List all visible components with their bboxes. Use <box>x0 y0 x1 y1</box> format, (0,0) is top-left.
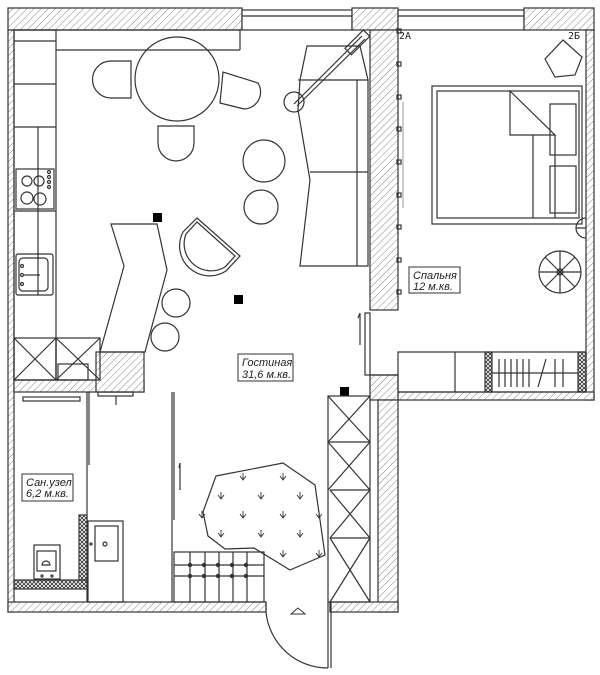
room-label-bedroom: Спальня 12 м.кв. <box>408 266 461 294</box>
column <box>234 295 243 304</box>
dining-table <box>134 36 220 122</box>
decor-pentagon <box>544 39 583 78</box>
walls <box>7 7 595 613</box>
svg-text:Сан.узел: Сан.узел <box>26 477 72 489</box>
svg-text:12 м.кв.: 12 м.кв. <box>413 281 453 293</box>
svg-text:Спальня: Спальня <box>413 270 457 282</box>
double-bed <box>431 85 583 225</box>
bar-stool <box>161 288 191 318</box>
floor-lamp-icon <box>283 29 371 113</box>
bathroom-sink-icon <box>87 520 124 603</box>
bar-stool <box>150 322 180 352</box>
bedroom-door[interactable] <box>357 312 371 376</box>
shower-light <box>22 396 81 402</box>
bar-stool <box>243 189 279 225</box>
armchair <box>179 217 241 277</box>
bar-stool <box>242 139 286 183</box>
svg-text:Гостиная: Гостиная <box>242 357 292 369</box>
dining-chair <box>157 125 195 162</box>
svg-text:31,6 м.кв.: 31,6 м.кв. <box>242 369 291 381</box>
vanity-light <box>97 391 134 397</box>
shower-tray <box>13 514 88 590</box>
column <box>340 387 349 396</box>
column <box>153 213 162 222</box>
bed-pillows <box>509 89 577 218</box>
dining-chair <box>219 71 262 110</box>
wall-outlets <box>396 28 402 295</box>
dining-chair <box>91 60 132 99</box>
kitchen-sink-icon <box>15 253 54 296</box>
round-chair <box>538 250 582 294</box>
room-label-bathroom: Сан.узел 6,2 м.кв. <box>21 473 74 502</box>
wall-lamp-icon <box>575 217 587 239</box>
bathroom-partition <box>86 392 175 602</box>
hall-wardrobe <box>327 395 371 603</box>
svg-text:6,2 м.кв.: 6,2 м.кв. <box>26 488 69 500</box>
rug <box>198 462 326 571</box>
marker-2a: 2А <box>399 31 411 42</box>
kitchen-counter <box>13 29 241 381</box>
shoe-rack <box>173 551 265 603</box>
bar-counter <box>99 223 168 353</box>
marker-2b: 2Б <box>568 31 580 42</box>
toilet-icon <box>33 544 61 580</box>
room-label-living: Гостиная 31,6 м.кв. <box>237 353 294 382</box>
cooktop-icon <box>15 168 55 210</box>
sofa <box>297 45 369 267</box>
wardrobe <box>397 351 587 393</box>
entrance-door[interactable] <box>265 602 332 669</box>
